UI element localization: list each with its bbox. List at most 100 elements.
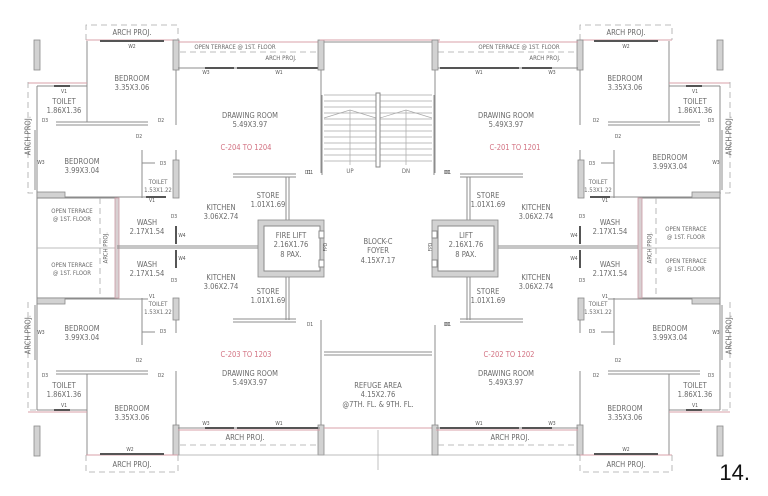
arch-proj-label: ARCH PROJ. <box>112 460 152 469</box>
open-terrace-label: OPEN TERRACE@ 1ST. FLOOR <box>665 226 707 241</box>
window-tag: W4 <box>178 233 186 239</box>
door-tag: D2 <box>592 373 600 379</box>
unit-code-label: C-202 TO 1202 <box>483 350 535 359</box>
door-tag: D2 <box>135 134 143 140</box>
window-tag: V1 <box>61 89 67 95</box>
window-tag: W3 <box>37 160 45 166</box>
arch-proj-label: ARCH PROJ. <box>606 28 646 37</box>
window-tag: V1 <box>692 89 698 95</box>
arch-proj-label: ARCH PROJ. <box>529 55 561 62</box>
door-tag: D1 <box>444 322 452 328</box>
window-tag: V1 <box>61 403 67 409</box>
open-terrace-label: OPEN TERRACE@ 1ST. FLOOR <box>51 262 93 277</box>
door-tag: D3 <box>588 161 596 167</box>
window-tag: V1 <box>602 294 608 300</box>
window-tag: W4 <box>570 233 578 239</box>
door-tag: D3 <box>170 214 178 220</box>
open-terrace-label: OPEN TERRACE@ 1ST. FLOOR <box>665 258 707 273</box>
arch-proj-label: ARCH PROJ. <box>23 315 33 355</box>
window-tag: V1 <box>692 403 698 409</box>
door-tag: D2 <box>592 118 600 124</box>
door-tag: D3 <box>707 118 715 124</box>
stair-up-label: UP <box>346 168 354 175</box>
arch-proj-label: ARCH PROJ. <box>102 232 110 264</box>
unit-code-label: C-204 TO 1204 <box>220 143 272 152</box>
door-tag: D3 <box>170 278 178 284</box>
arch-proj-label: ARCH PROJ. <box>23 116 33 156</box>
window-tag: W1 <box>475 421 483 427</box>
arch-proj-label: ARCH PROJ. <box>606 460 646 469</box>
window-tag: W4 <box>178 256 186 262</box>
window-tag: V1 <box>602 198 608 204</box>
window-tag: W3 <box>202 421 210 427</box>
fpd-label: FPD <box>322 242 329 252</box>
door-tag: D1 <box>306 322 314 328</box>
window-tag: W3 <box>202 70 210 76</box>
door-tag: D2 <box>157 373 165 379</box>
window-tag: W3 <box>548 70 556 76</box>
door-tag: D1 <box>306 170 314 176</box>
arch-proj-label: ARCH PROJ. <box>724 315 734 355</box>
open-terrace-label: OPEN TERRACE @ 1ST. FLOOR <box>478 44 560 51</box>
window-tag: V1 <box>149 198 155 204</box>
open-terrace-label: OPEN TERRACE @ 1ST. FLOOR <box>194 44 276 51</box>
window-tag: W2 <box>622 44 630 50</box>
arch-proj-label: ARCH PROJ. <box>490 433 530 442</box>
door-tag: D1 <box>444 170 452 176</box>
door-tag: D2 <box>614 358 622 364</box>
window-tag: W1 <box>475 70 483 76</box>
door-tag: D3 <box>159 329 167 335</box>
arch-proj-label: ARCH PROJ. <box>225 433 265 442</box>
unit-code-label: C-203 TO 1203 <box>220 350 272 359</box>
window-tag: W2 <box>128 44 136 50</box>
door-tag: D3 <box>588 329 596 335</box>
door-tag: D1 <box>443 322 451 328</box>
door-tag: D2 <box>614 134 622 140</box>
window-tag: W3 <box>37 330 45 336</box>
arch-proj-label: ARCH PROJ. <box>724 116 734 156</box>
window-tag: W3 <box>712 160 720 166</box>
window-tag: W2 <box>126 447 134 453</box>
door-tag: D1 <box>304 170 312 176</box>
arch-proj-label: ARCH PROJ. <box>265 55 297 62</box>
door-tag: D2 <box>157 118 165 124</box>
fpd-label: FPD <box>427 242 434 252</box>
window-tag: W4 <box>570 256 578 262</box>
door-tag: D3 <box>578 278 586 284</box>
window-tag: W1 <box>275 70 283 76</box>
window-tag: W1 <box>275 421 283 427</box>
page-number: 14. <box>719 460 750 485</box>
window-tag: W3 <box>712 330 720 336</box>
